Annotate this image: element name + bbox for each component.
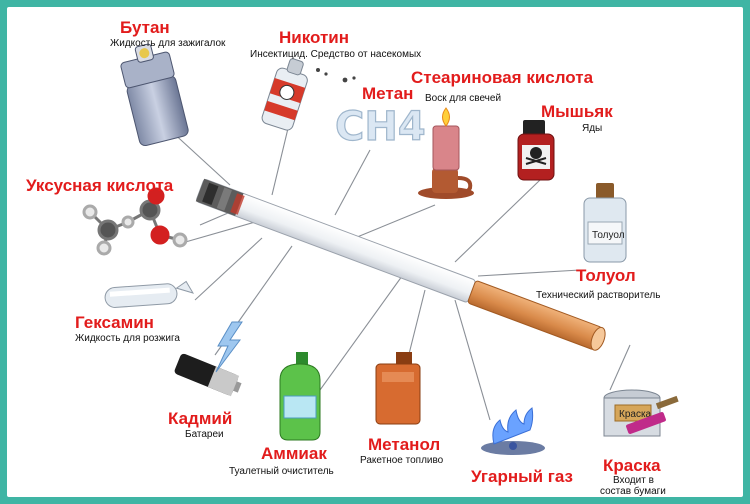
connector-ammonia: [319, 264, 411, 391]
paint-desc-line1: Входит в: [613, 475, 654, 486]
methanol-canister-icon: [375, 352, 421, 425]
co-name: Угарный газ: [471, 467, 573, 486]
diagram-art: CH4 Толуол: [82, 43, 679, 455]
paint-can-label: Краска: [619, 409, 652, 420]
ammonia-name: Аммиак: [261, 444, 327, 463]
connector-hexamine: [194, 237, 263, 301]
paint-can-icon: Краска: [603, 389, 679, 437]
butane-name: Бутан: [120, 18, 170, 37]
hexamine-name: Гексамин: [75, 313, 154, 332]
poison-bottle-icon: [517, 120, 555, 181]
toluene-bottle-icon: Толуол: [583, 183, 627, 263]
hexamine-desc: Жидкость для розжига: [75, 333, 180, 344]
stearic-name: Стеариновая кислота: [411, 68, 594, 87]
methanol-desc: Ракетное топливо: [360, 455, 444, 466]
butane-desc: Жидкость для зажигалок: [110, 38, 226, 49]
connector-paint: [609, 344, 631, 391]
connector-stearic: [344, 204, 436, 243]
acetic-acid-molecule-icon: [82, 187, 188, 256]
connector-toluene: [477, 269, 581, 277]
acetic-name: Уксусная кислота: [26, 176, 174, 195]
battery-icon: [174, 353, 242, 397]
connector-acetic-2: [174, 221, 256, 246]
hexamine-tube-icon: [104, 280, 195, 308]
connector-nicotine: [271, 119, 291, 196]
paint-desc-line2: состав бумаги: [600, 486, 666, 497]
nicotine-desc: Инсектицид. Средство от насекомых: [250, 49, 422, 60]
paint-name: Краска: [603, 456, 661, 475]
diagram-canvas: CH4 Толуол: [7, 7, 743, 497]
methane-name: Метан: [362, 84, 414, 103]
toluene-bottle-label: Толуол: [592, 230, 625, 241]
gas-burner-icon: [481, 407, 545, 455]
ammonia-bottle-icon: [279, 352, 321, 441]
nicotine-name: Никотин: [279, 28, 350, 47]
candle-icon: [418, 107, 474, 199]
spray-can-icon: [261, 58, 308, 131]
stearic-desc: Воск для свечей: [425, 93, 502, 104]
connector-co: [454, 299, 491, 421]
ammonia-desc: Туалетный очиститель: [229, 466, 334, 477]
lightning-icon: [215, 321, 243, 373]
arsenic-desc: Яды: [582, 123, 603, 134]
cadmium-name: Кадмий: [168, 409, 233, 428]
ch4-formula-text: CH4: [335, 104, 426, 150]
arsenic-name: Мышьяк: [541, 102, 613, 121]
lighter-icon: [120, 43, 189, 147]
cigarette: [195, 178, 606, 351]
connector-arsenic: [454, 179, 541, 263]
insect-icons: [316, 68, 356, 83]
cigarette-ember: [230, 193, 245, 215]
cadmium-desc: Батареи: [185, 429, 224, 440]
connector-methane: [334, 149, 371, 216]
toluene-name: Толуол: [576, 266, 636, 285]
toluene-desc: Технический растворитель: [536, 290, 661, 301]
methanol-name: Метанол: [368, 435, 441, 454]
connector-butane: [169, 129, 231, 186]
